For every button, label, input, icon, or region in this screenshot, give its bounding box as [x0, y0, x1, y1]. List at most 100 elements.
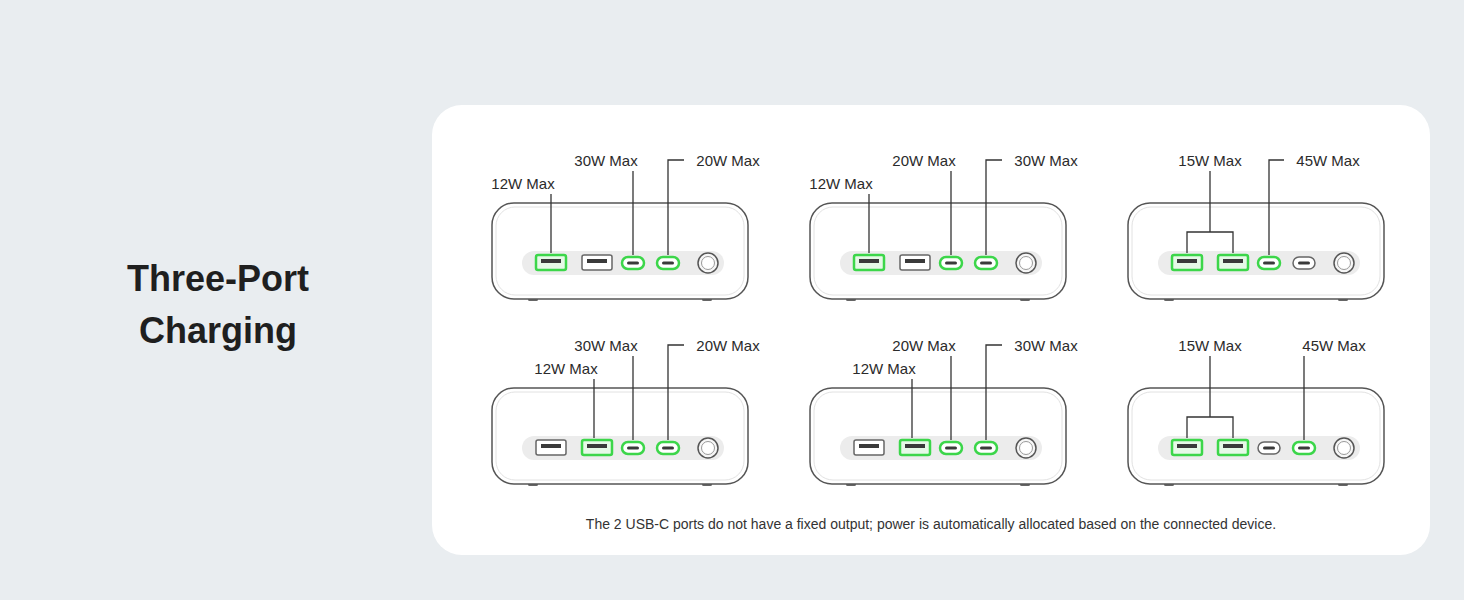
power-label: 30W Max	[574, 152, 637, 169]
leader-line	[1187, 232, 1233, 253]
power-bank	[810, 388, 1066, 486]
power-label: 12W Max	[491, 175, 554, 192]
device-body	[1128, 388, 1384, 484]
usb-a-tongue	[587, 444, 607, 448]
port-strip	[522, 436, 724, 460]
usb-c-port	[975, 442, 997, 454]
power-label: 45W Max	[1302, 337, 1365, 354]
usb-c-port	[940, 257, 962, 269]
usb-a-tongue	[1177, 444, 1197, 448]
leader-line	[1303, 356, 1304, 440]
device-inner-edge	[496, 207, 744, 295]
caption: The 2 USB-C ports do not have a fixed ou…	[586, 516, 1276, 532]
usb-c-tongue	[980, 262, 992, 265]
power-label: 15W Max	[1178, 152, 1241, 169]
leader-line	[868, 194, 869, 253]
power-bank	[1128, 203, 1384, 301]
usb-c-tongue	[662, 262, 674, 265]
port-strip	[1158, 436, 1360, 460]
usb-a-port	[582, 440, 612, 455]
power-button	[1334, 253, 1354, 273]
leader-line	[911, 379, 912, 438]
power-label: 30W Max	[1014, 337, 1077, 354]
usb-a-tongue	[859, 444, 879, 448]
usb-a-tongue	[541, 259, 561, 263]
usb-a-tongue	[541, 444, 561, 448]
power-button	[1334, 438, 1354, 458]
leader-line	[950, 171, 951, 255]
usb-c-tongue	[1298, 262, 1310, 265]
power-label: 15W Max	[1178, 337, 1241, 354]
device-body	[492, 203, 748, 299]
leader-line	[1209, 356, 1210, 417]
power-label: 20W Max	[696, 152, 759, 169]
leader-line	[950, 356, 951, 440]
power-label: 20W Max	[892, 337, 955, 354]
power-button-cap	[1020, 442, 1033, 455]
usb-c-tongue	[627, 447, 639, 450]
device-inner-edge	[496, 392, 744, 480]
power-button	[698, 438, 718, 458]
device-body	[492, 388, 748, 484]
usb-c-port	[1258, 257, 1280, 269]
power-label: 12W Max	[534, 360, 597, 377]
power-label: 45W Max	[1296, 152, 1359, 169]
usb-c-tongue	[662, 447, 674, 450]
usb-a-port	[1172, 440, 1202, 455]
usb-a-port	[536, 440, 566, 455]
usb-a-tongue	[587, 259, 607, 263]
leader-line	[550, 194, 551, 253]
device-body	[810, 388, 1066, 484]
leader-line	[1209, 171, 1210, 232]
device-inner-edge	[1132, 207, 1380, 295]
leader-line	[593, 379, 594, 438]
usb-a-port	[900, 440, 930, 455]
usb-a-port	[854, 440, 884, 455]
leader-line	[668, 345, 684, 440]
power-label: 20W Max	[696, 337, 759, 354]
port-strip	[522, 251, 724, 275]
usb-c-port	[622, 442, 644, 454]
port-strip	[840, 251, 1042, 275]
usb-c-tongue	[1263, 262, 1275, 265]
power-button	[698, 253, 718, 273]
device-inner-edge	[814, 207, 1062, 295]
usb-c-port	[657, 257, 679, 269]
power-button	[1016, 438, 1036, 458]
power-label: 12W Max	[809, 175, 872, 192]
power-button-cap	[1338, 257, 1351, 270]
usb-c-tongue	[627, 262, 639, 265]
leader-line	[1269, 160, 1284, 255]
usb-c-port	[1293, 257, 1315, 269]
usb-a-port	[1172, 255, 1202, 270]
power-label: 30W Max	[574, 337, 637, 354]
usb-a-port	[1218, 440, 1248, 455]
usb-a-tongue	[1223, 444, 1243, 448]
device-inner-edge	[1132, 392, 1380, 480]
device-body	[1128, 203, 1384, 299]
usb-c-port	[940, 442, 962, 454]
usb-c-port	[975, 257, 997, 269]
port-strip	[1158, 251, 1360, 275]
power-label: 20W Max	[892, 152, 955, 169]
leader-line	[1187, 417, 1233, 438]
usb-a-port	[1218, 255, 1248, 270]
usb-c-tongue	[945, 262, 957, 265]
usb-a-tongue	[905, 259, 925, 263]
power-button-cap	[702, 442, 715, 455]
usb-c-port	[622, 257, 644, 269]
power-button	[1016, 253, 1036, 273]
usb-a-tongue	[1177, 259, 1197, 263]
power-bank	[1128, 388, 1384, 486]
panel	[432, 105, 1430, 555]
usb-a-tongue	[1223, 259, 1243, 263]
power-button-cap	[1338, 442, 1351, 455]
usb-c-tongue	[980, 447, 992, 450]
usb-c-tongue	[945, 447, 957, 450]
leader-line	[668, 160, 684, 255]
power-label: 30W Max	[1014, 152, 1077, 169]
power-bank	[492, 388, 748, 486]
leader-line	[632, 356, 633, 440]
usb-c-port	[1258, 442, 1280, 454]
